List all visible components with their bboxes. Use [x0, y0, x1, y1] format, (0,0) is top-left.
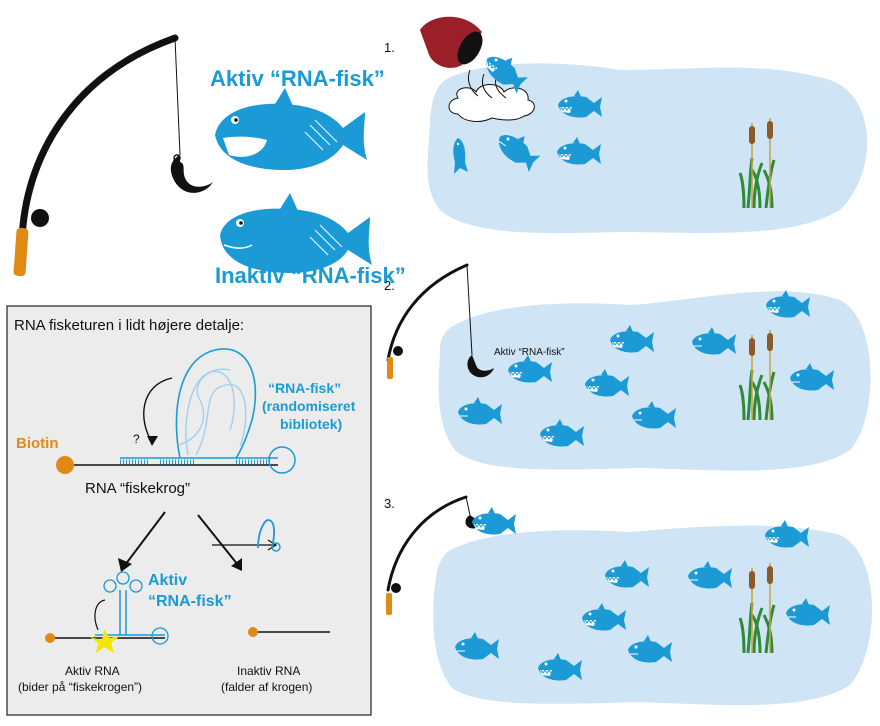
active-fish-detail-line1: Aktiv	[148, 572, 187, 589]
branch-arrows	[118, 511, 242, 572]
inactive-fish-big-icon	[219, 192, 373, 274]
question-mark: ?	[133, 432, 140, 446]
hook-label-active-fish: Aktiv “RNA-fisk”	[494, 347, 565, 358]
pond-1	[427, 63, 868, 234]
rna-fish-label-line3: bibliotek)	[280, 416, 342, 432]
caught-fish	[471, 506, 517, 535]
rna-hook-strand	[56, 446, 296, 474]
big-hook	[170, 154, 213, 193]
big-fishing-rod	[13, 34, 181, 277]
released-rna-icon	[212, 519, 281, 552]
bucket-icon	[420, 16, 483, 68]
active-fish-detail-line2: “RNA-fisk”	[148, 593, 232, 610]
rna-hook-label: RNA “fiskekrog”	[85, 480, 190, 497]
rna-fish-label-line2: (randomiseret	[262, 398, 356, 414]
step-3-number: 3.	[384, 496, 395, 511]
step-2-number: 2.	[384, 278, 395, 293]
active-rna-label-line1: Aktiv RNA	[65, 664, 120, 678]
inactive-rna-free	[248, 627, 330, 637]
step-1-number: 1.	[384, 40, 395, 55]
rod-2	[386, 263, 494, 379]
biotin-label: Biotin	[16, 435, 59, 452]
splash-icon	[448, 69, 535, 122]
inactive-rna-label-line2: (falder af krogen)	[221, 680, 312, 694]
rna-fish-label-line1: “RNA-fisk”	[268, 380, 341, 396]
inactive-fish-legend-label: Inaktiv “RNA-fisk”	[215, 263, 406, 288]
rna-library-structure	[175, 348, 257, 459]
active-fish-big-icon	[214, 87, 368, 171]
detail-title: RNA fisketuren i lidt højere detalje:	[14, 317, 244, 334]
binding-arrow	[143, 377, 173, 443]
active-rna-bound	[45, 571, 169, 653]
detail-box	[6, 305, 372, 716]
active-fish-legend-label: Aktiv “RNA-fisk”	[210, 66, 385, 91]
pond-2	[438, 291, 871, 471]
active-rna-label-line2: (bider på “fiskekrogen”)	[18, 680, 142, 694]
inactive-rna-label-line1: Inaktiv RNA	[237, 664, 300, 678]
pond-3	[433, 525, 873, 706]
